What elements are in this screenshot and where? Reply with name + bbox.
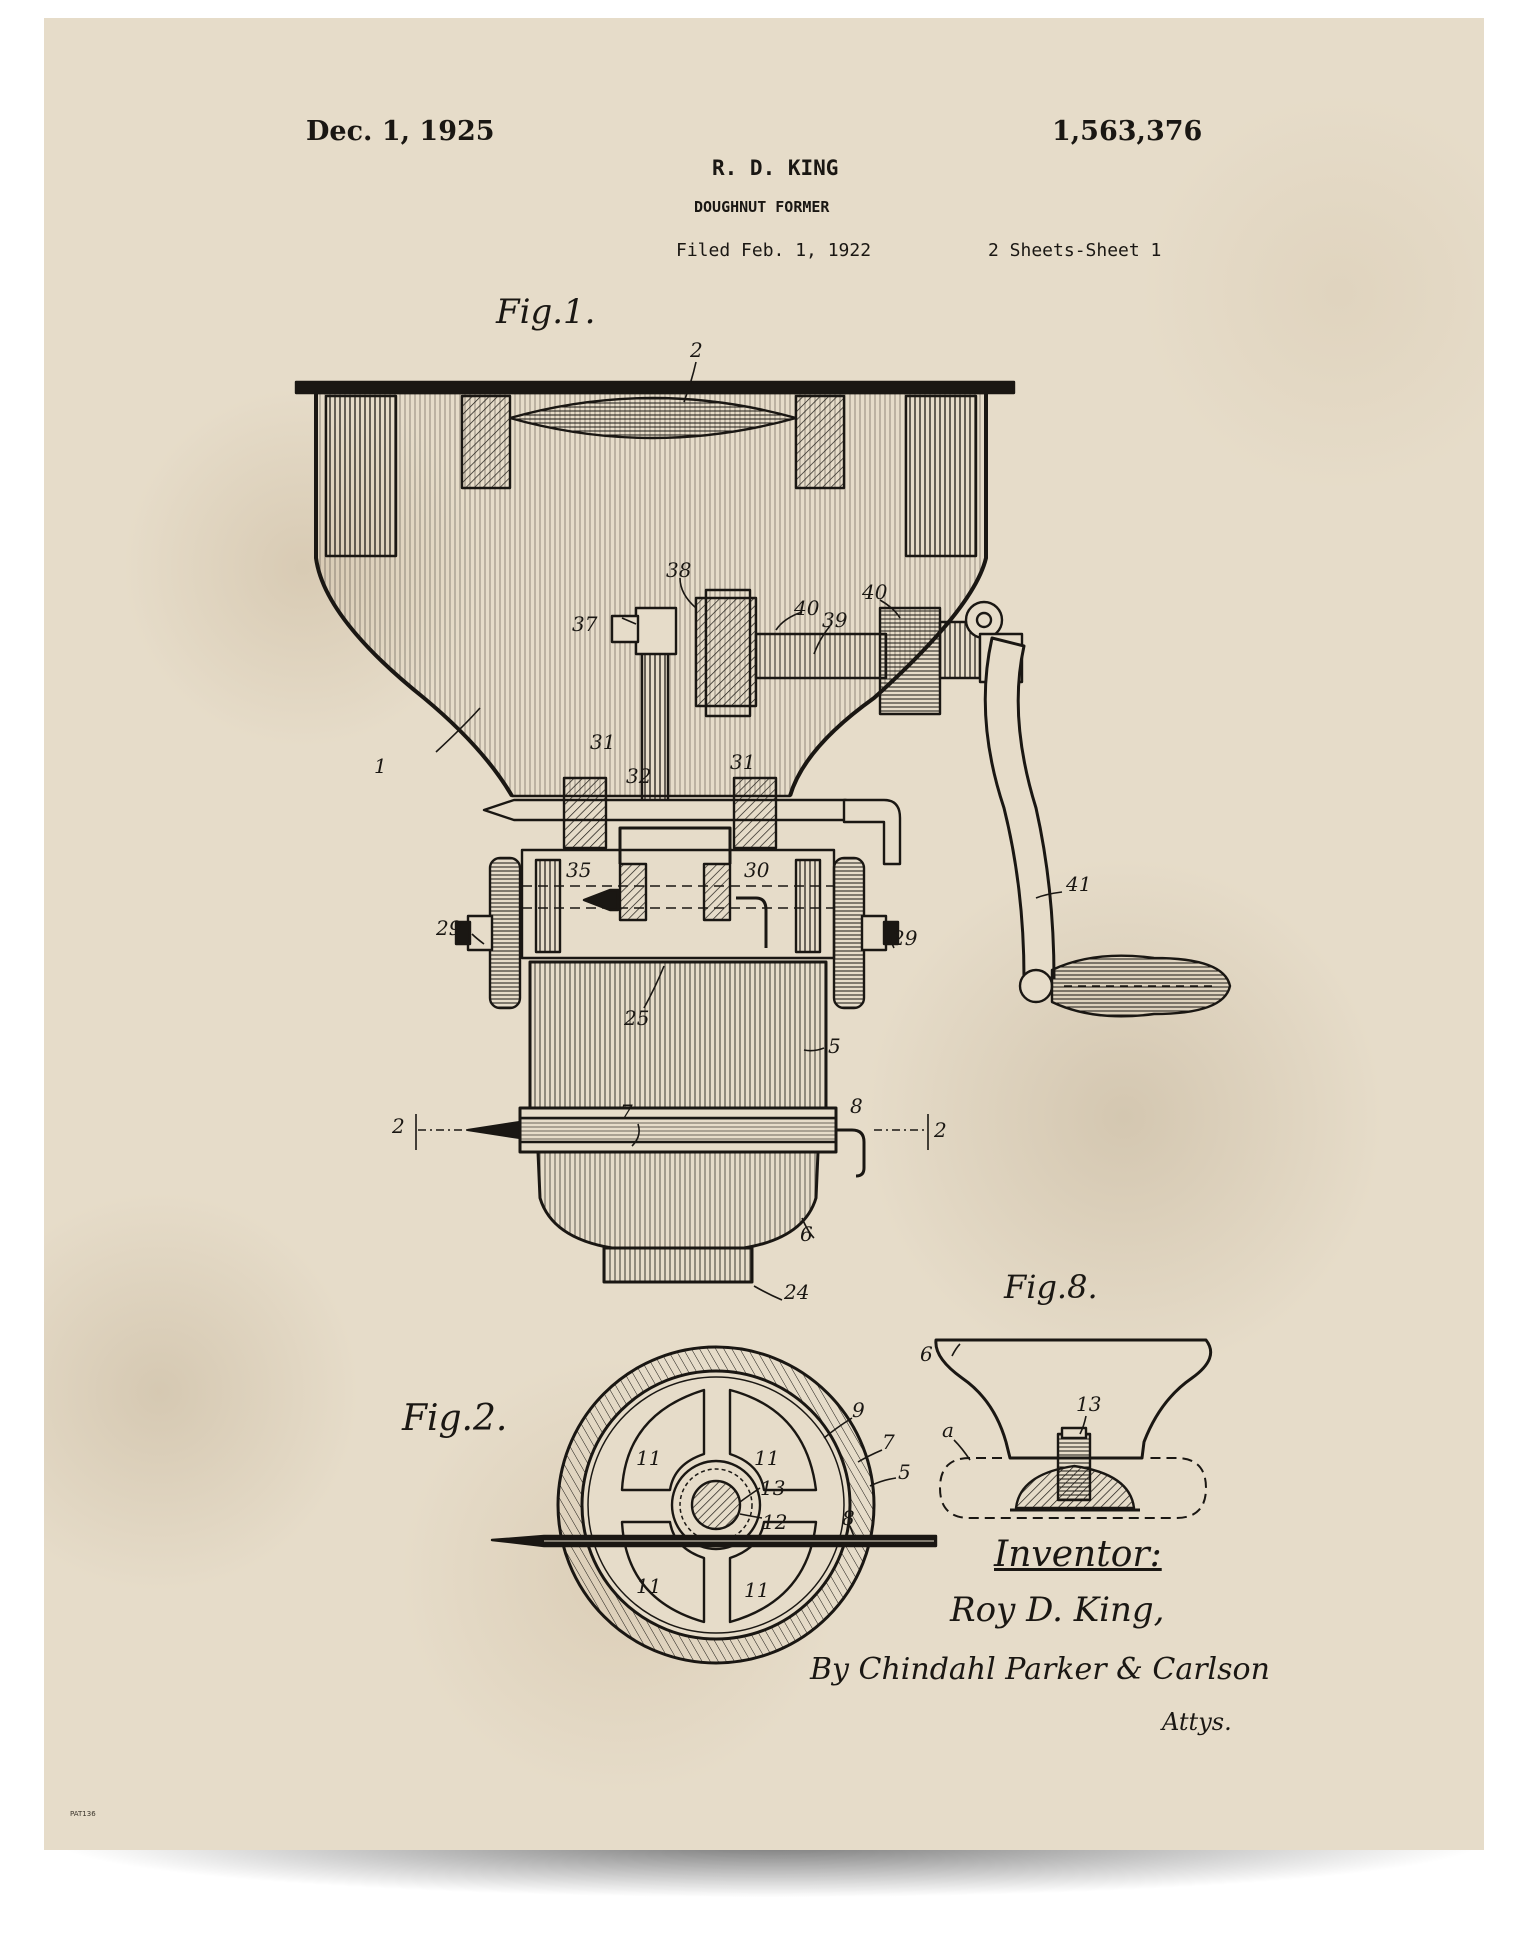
fig8-ref-13: 13 [1076,1392,1102,1416]
inventor-signature: Roy D. King, [950,1590,1165,1630]
filed-date: Filed Feb. 1, 1922 [676,240,872,261]
fig1-title: Fig.1. [496,292,596,332]
fig2-ref-8: 8 [842,1506,855,1530]
fig8-ref-6: 6 [920,1342,933,1366]
ref-6: 6 [800,1222,813,1246]
fig2-ref-11-br: 11 [744,1578,770,1602]
ref-7: 7 [620,1100,633,1124]
ref-1: 1 [374,754,387,778]
patent-drawing [294,361,1232,1665]
fig2-title: Fig.2. [402,1398,508,1439]
fig2-ref-11-tl: 11 [636,1446,662,1470]
fig2-ref-5: 5 [898,1460,911,1484]
ref-8: 8 [850,1094,863,1118]
ref-35: 35 [566,858,592,882]
ref-2: 2 [690,338,703,362]
ref-41: 41 [1066,872,1092,896]
ref-40-left: 40 [794,596,820,620]
ref-40-right: 40 [862,580,888,604]
fig8-title: Fig.8. [1004,1268,1098,1306]
ref-section-right: 2 [934,1118,947,1142]
ref-24: 24 [784,1280,810,1304]
fig2-ref-12: 12 [762,1510,788,1534]
patent-title: DOUGHNUT FORMER [694,198,830,216]
fig2-ref-11-bl: 11 [636,1574,662,1598]
ref-32: 32 [626,764,652,788]
ref-37: 37 [572,612,598,636]
patent-sheet: Dec. 1, 1925 1,563,376 R. D. KING DOUGHN… [44,18,1484,1850]
patent-date: Dec. 1, 1925 [306,116,495,147]
ref-30: 30 [744,858,770,882]
fig8-ref-a: a [942,1418,954,1442]
inventor-header: R. D. KING [712,156,839,180]
hopper-rim [294,380,1016,395]
ref-31-right: 31 [730,750,756,774]
fig2-ref-9: 9 [852,1398,865,1422]
ref-29-right: 29 [892,926,918,950]
ref-31-left: 31 [590,730,616,754]
inventor-label: Inventor: [994,1534,1162,1575]
attorneys-label: Attys. [1162,1708,1232,1736]
sheet-count: 2 Sheets-Sheet 1 [988,240,1162,261]
fig2-ref-13: 13 [760,1476,786,1500]
ref-29-left: 29 [436,916,462,940]
fig2-ref-11-tr: 11 [754,1446,780,1470]
ref-25: 25 [624,1006,650,1030]
ref-38: 38 [666,558,692,582]
ref-section-left: 2 [392,1114,405,1138]
patent-number: 1,563,376 [1052,116,1203,147]
attorney-signature: By Chindahl Parker & Carlson [810,1652,1270,1687]
fig8-bowl [934,1338,1213,1460]
fig2-ref-7: 7 [882,1430,895,1454]
print-code: PAT136 [70,1810,96,1818]
ref-5: 5 [828,1034,841,1058]
ref-39: 39 [822,608,848,632]
hopper-handle [508,396,798,440]
